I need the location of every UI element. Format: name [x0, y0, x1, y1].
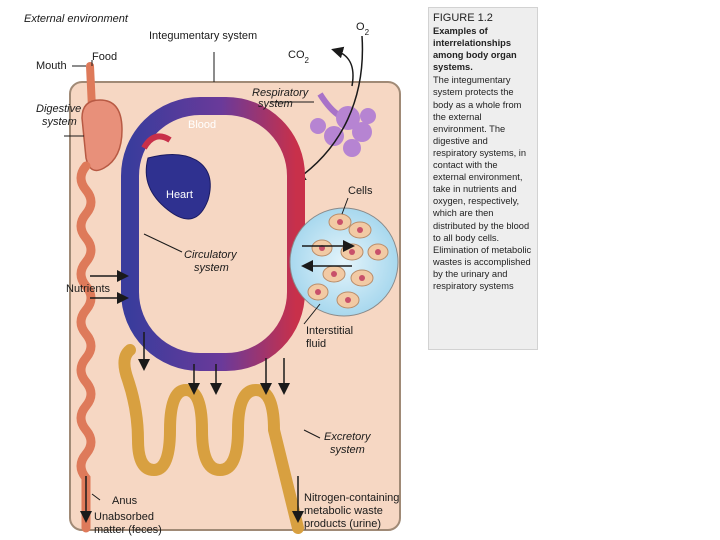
caption-body: The integumentary system protects the bo… — [433, 74, 533, 292]
figure-caption: FIGURE 1.2 Examples of interrelationship… — [428, 7, 538, 350]
food-label: Food — [92, 51, 117, 63]
caption-heading: Examples of interrelationships among bod… — [433, 25, 533, 73]
anus-label: Anus — [112, 495, 138, 507]
blood-label: Blood — [188, 119, 216, 131]
nutrients-label: Nutrients — [66, 283, 111, 295]
caption-title: FIGURE 1.2 — [433, 12, 533, 25]
mouth-label: Mouth — [36, 60, 67, 72]
cells-label: Cells — [348, 185, 373, 197]
co2-label: CO2 — [288, 49, 310, 65]
o2-label: O2 — [356, 21, 370, 37]
external-environment-label: External environment — [24, 13, 129, 25]
heart-label: Heart — [166, 189, 193, 201]
organ-systems-diagram: External environment Integumentary syste… — [22, 8, 415, 540]
integumentary-system-label: Integumentary system — [149, 30, 257, 42]
